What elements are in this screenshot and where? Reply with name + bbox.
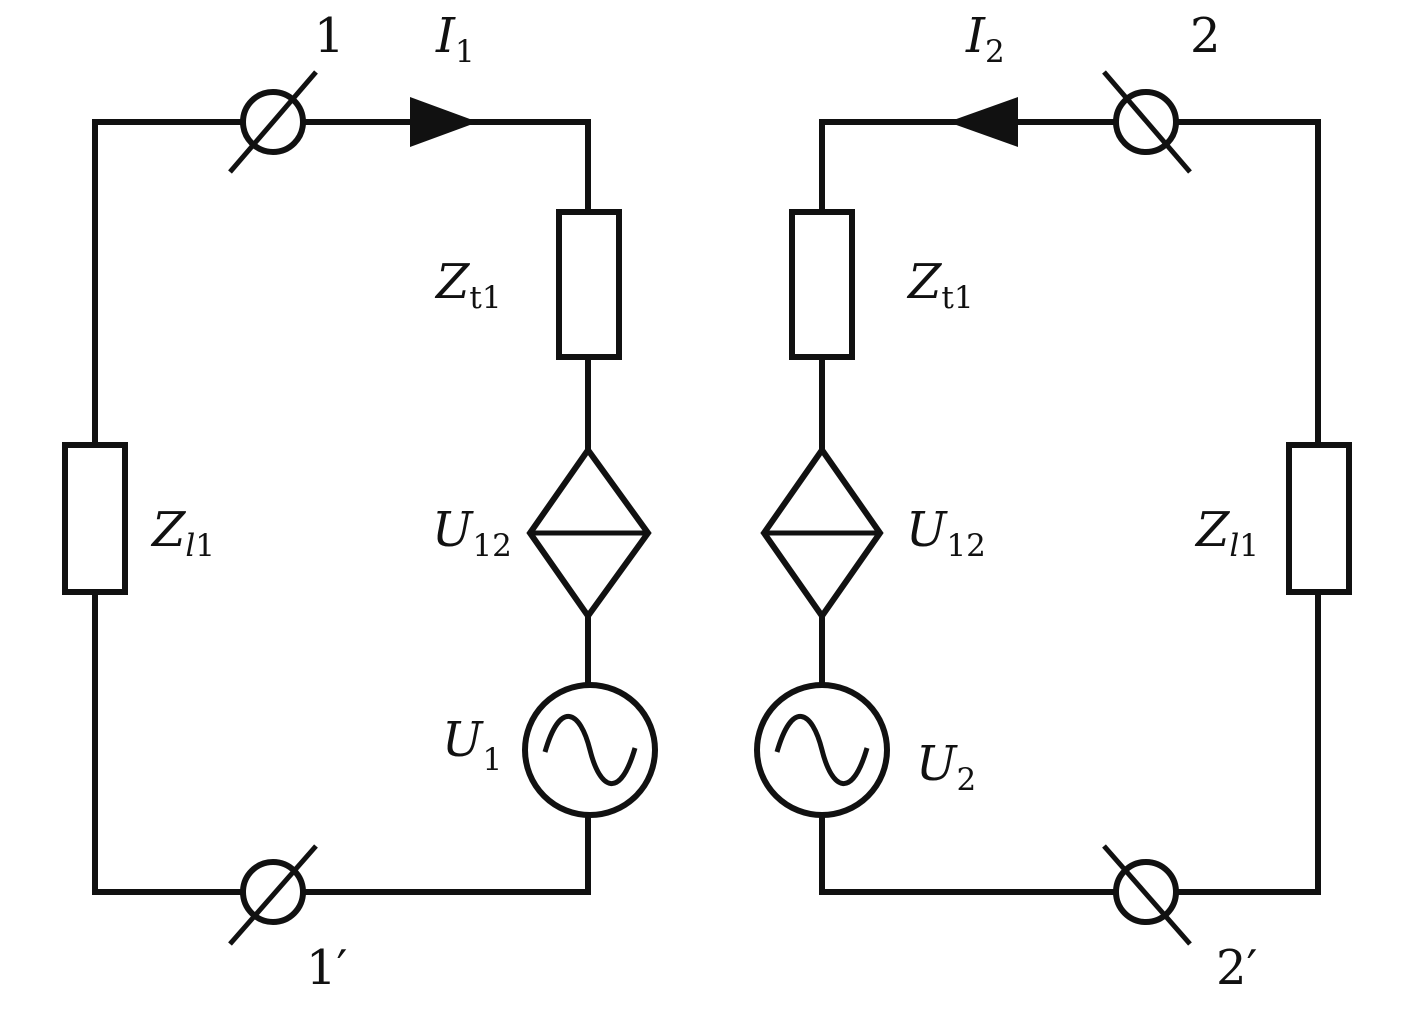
label-zl1-right: Zl1 [1194,502,1259,564]
current-label-i2: I2 [965,8,1005,70]
resistor-zl1-left [62,442,128,595]
terminal-2-label: 2 [1190,8,1221,64]
sine-wave-icon [774,714,870,786]
resistor-zt1-left [556,209,622,360]
terminal-2-prime-symbol [1102,844,1192,946]
terminal-2-prime-label: 2′ [1216,940,1257,996]
resistor-zt1-right [789,209,855,360]
terminal-1-label: 1 [314,8,345,64]
terminal-1-symbol [228,70,318,174]
terminal-2-symbol [1102,70,1192,174]
label-zl1-left: Zl1 [150,502,215,564]
right-wire-right-bottom [819,589,1321,895]
dependent-source-u12-right [760,444,884,622]
label-zt1-right: Zt1 [906,254,974,316]
terminal-1-prime-symbol [228,844,318,946]
ac-source-u2 [754,682,890,818]
sine-wave-icon [542,714,638,786]
dependent-source-u12-left [526,444,652,622]
ac-source-u1 [522,682,658,818]
left-loop [62,70,658,946]
left-wire-left-bottom [92,589,591,895]
current-label-i1: I1 [435,8,475,70]
current-arrow-i1 [410,97,478,147]
right-loop [754,70,1352,946]
resistor-zl1-right [1286,442,1352,595]
label-u12-left: U12 [432,502,512,564]
label-u2: U2 [916,736,976,798]
label-u1: U1 [442,712,502,778]
right-wire-top [819,119,1321,448]
label-u12-right: U12 [906,502,986,564]
current-arrow-i2 [948,97,1018,147]
terminal-1-prime-label: 1′ [306,940,347,996]
left-wire-top [92,119,591,448]
label-zt1-left: Zt1 [434,254,502,316]
